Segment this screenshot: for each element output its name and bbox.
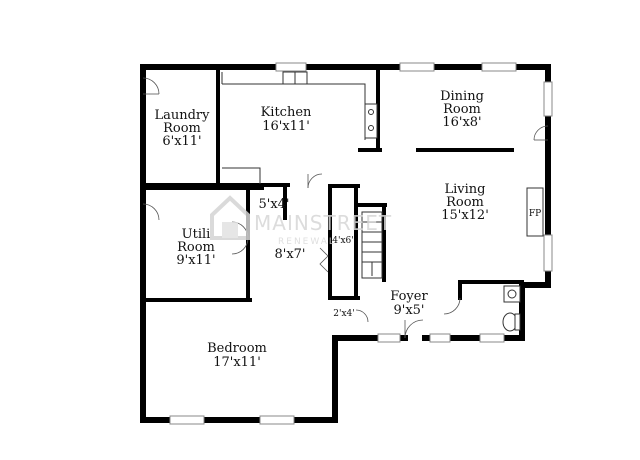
utility-room-name-line1: Utili <box>182 227 211 242</box>
utility-room-name-line2: Room <box>177 240 215 255</box>
interior-walls <box>141 65 524 302</box>
house-logo-icon <box>210 195 250 240</box>
living-room-name-line1: Living <box>445 182 486 197</box>
room-labels: Laundry Room 6'x11' Kitchen 16'x11' Dini… <box>154 89 541 370</box>
bedroom-name: Bedroom <box>207 341 267 356</box>
kitchen-dims: 16'x11' <box>262 119 310 134</box>
windows <box>169 62 553 425</box>
closet-2x4-dims: 2'x4' <box>333 309 354 319</box>
dining-room-name-line2: Room <box>443 102 481 117</box>
fireplace-label: FP <box>529 209 541 219</box>
hall-dims: 8'x7' <box>274 247 305 262</box>
watermark-subtext: RENEWAL <box>278 237 336 247</box>
dining-room-name-line1: Dining <box>440 89 484 104</box>
living-room-name-line2: Room <box>446 195 484 210</box>
watermark: MAINSTREET RENEWAL <box>210 195 392 247</box>
foyer-name: Foyer <box>390 289 428 304</box>
laundry-room-name-line2: Room <box>163 121 201 136</box>
laundry-room-dims: 6'x11' <box>162 134 201 149</box>
watermark-text: MAINSTREET <box>254 211 392 235</box>
kitchen-fixtures <box>221 71 378 184</box>
stairs <box>361 211 383 279</box>
utility-room-dims: 9'x11' <box>176 253 215 268</box>
laundry-room-name-line1: Laundry <box>154 108 210 123</box>
stair-closet-dims: 4'x6' <box>332 236 353 246</box>
foyer-dims: 9'x5' <box>393 303 424 318</box>
fireplace-fixture <box>526 187 544 237</box>
dining-room-dims: 16'x8' <box>442 115 481 130</box>
closet-5x4-dims: 5'x4' <box>258 197 289 212</box>
living-room-dims: 15'x12' <box>441 208 489 223</box>
bedroom-dims: 17'x11' <box>213 355 261 370</box>
bath-fixtures <box>502 285 521 332</box>
kitchen-name: Kitchen <box>261 105 312 120</box>
